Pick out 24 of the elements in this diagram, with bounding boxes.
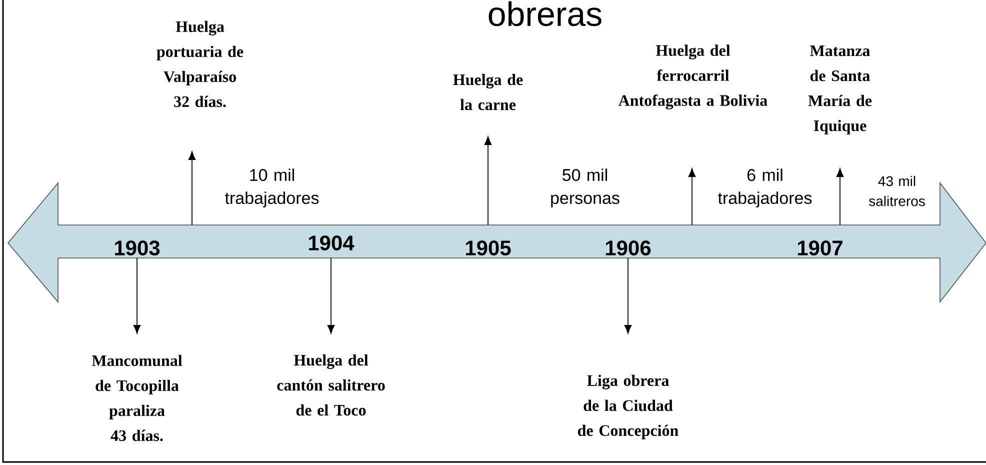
- count-label: 50 mil personas: [551, 168, 620, 208]
- arrow: [688, 168, 696, 226]
- event-text: Mancomunal de Tocopilla paraliza 43 días.: [92, 354, 182, 442]
- year-label: 1906: [606, 240, 651, 256]
- event-text: Huelga portuaria de Valparaíso 32 días.: [156, 20, 244, 108]
- arrow: [133, 258, 141, 334]
- arrow: [188, 151, 196, 226]
- year-label: 1905: [466, 240, 511, 256]
- event-text: Huelga del ferrocarril Antofagasta a Bolivia: [618, 44, 768, 110]
- event-text: Huelga de la carne: [453, 74, 523, 110]
- count-label: 6 mil trabajadores: [718, 168, 812, 208]
- count-label: 10 mil trabajadores: [225, 168, 319, 208]
- year-label: 1907: [798, 240, 842, 256]
- event-text: Liga obrera de la Ciudad de Concepción: [578, 374, 678, 440]
- year-label: 1903: [114, 240, 160, 256]
- arrow: [327, 258, 335, 334]
- event-text: Huelga del cantón salitrero de el Toco: [277, 354, 385, 416]
- year-label: 1904: [308, 236, 354, 250]
- event-text: Matanza de Santa María de Iquique: [808, 46, 872, 134]
- count-label: 43 mil salitreros: [869, 176, 925, 206]
- title: obreras: [488, 1, 602, 26]
- arrow: [484, 136, 492, 226]
- arrow: [624, 258, 632, 334]
- arrow: [836, 168, 844, 226]
